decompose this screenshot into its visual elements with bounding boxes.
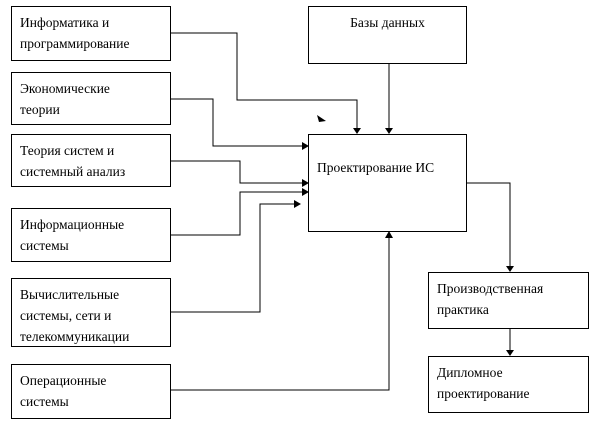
edge-systems-theory-to-is-design — [170, 160, 302, 184]
arrowhead-databases — [385, 128, 393, 134]
node-is-design: Проектирование ИС — [308, 134, 467, 232]
node-thesis: Дипломное проектирование — [428, 356, 589, 413]
arrowhead-computing — [294, 200, 301, 208]
arrowhead-info-systems — [302, 188, 309, 196]
edge-os-to-is-design — [170, 238, 390, 391]
edge-economics-to-is-design — [170, 98, 302, 147]
arrowhead-practice — [506, 266, 514, 272]
arrowhead-thesis — [506, 350, 514, 356]
arrowhead-systems-theory — [302, 179, 309, 187]
node-systems-theory: Теория систем и системный анализ — [11, 134, 171, 187]
edge-informatics-to-is-design — [170, 32, 358, 128]
stray-arrow-mark — [317, 115, 326, 122]
node-practice: Производственная практика — [428, 272, 589, 329]
node-databases: Базы данных — [308, 6, 467, 64]
node-info-systems: Информационные системы — [11, 208, 171, 262]
node-economics: Экономические теории — [11, 72, 171, 125]
node-informatics: Информатика и программирование — [11, 6, 171, 61]
arrowhead-os — [385, 231, 393, 238]
node-os: Операционные системы — [11, 364, 171, 419]
arrowhead-economics — [302, 142, 309, 150]
edge-info-systems-to-is-design — [170, 191, 302, 236]
edge-is-design-to-practice — [466, 182, 511, 266]
arrowhead-informatics — [353, 128, 361, 134]
edge-computing-to-is-design — [170, 203, 294, 313]
node-computing: Вычислительные системы, сети и телекомму… — [11, 278, 171, 347]
